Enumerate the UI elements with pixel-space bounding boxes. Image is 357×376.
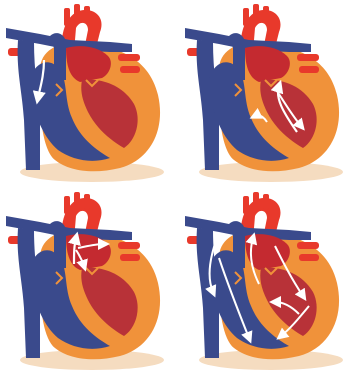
pulmonary-vein-right-2 [120,66,140,73]
aorta-branch-3 [84,6,90,22]
pulmonary-vein-right-1 [297,54,319,61]
pulmonary-vein-right-2 [299,254,319,261]
aorta-branch-3 [263,194,269,210]
aorta-branch-2 [253,4,259,22]
aorta-branch-3 [84,194,90,210]
aorta-branch-3 [263,6,269,22]
pulmonary-vein-right-1 [297,242,319,249]
aorta-branch-1 [243,196,249,214]
pulmonary-vein-right-2 [299,66,319,73]
pulmonary-vein-right-1 [118,54,140,61]
heart-panel-4 [179,188,357,376]
heart-panel-1 [0,0,178,188]
aorta-branch-1 [64,8,70,26]
heart-panel-2 [179,0,357,188]
aorta-branch-2 [74,4,80,22]
aorta-branch-1 [64,196,70,214]
pulmonary-vein-right-2 [120,254,140,261]
aorta-branch-2 [253,192,259,210]
aorta-branch-1 [243,8,249,26]
aorta-branch-2 [74,192,80,210]
pulmonary-vein-right-1 [118,242,140,249]
heart-panel-3 [0,188,178,376]
